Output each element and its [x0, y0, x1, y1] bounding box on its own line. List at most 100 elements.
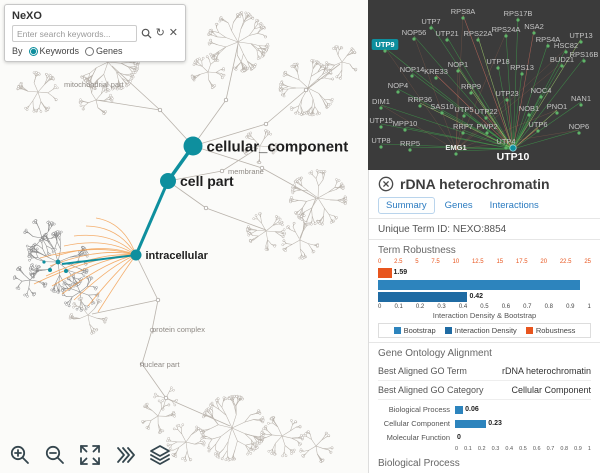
gene-node[interactable] [418, 104, 422, 108]
tree-leaf[interactable] [30, 264, 33, 267]
gene-node-label[interactable]: RPS8A [451, 7, 476, 16]
tree-leaf[interactable] [72, 302, 76, 306]
tree-leaf[interactable] [257, 409, 260, 412]
gene-node-label[interactable]: UTP22 [474, 107, 497, 116]
radio-genes[interactable]: Genes [85, 46, 123, 56]
tree-leaf[interactable] [290, 419, 293, 422]
tree-leaf[interactable] [177, 423, 181, 427]
tree-leaf[interactable] [49, 74, 52, 78]
tree-leaf[interactable] [32, 221, 35, 224]
tree-leaf[interactable] [307, 222, 311, 226]
tree-leaf[interactable] [294, 211, 297, 214]
reset-icon[interactable]: ↻ [155, 27, 165, 39]
tree-leaf[interactable] [72, 305, 75, 309]
tree-leaf[interactable] [167, 437, 170, 440]
tree-leaf[interactable] [32, 293, 36, 296]
tree-leaf[interactable] [308, 171, 312, 175]
gene-node[interactable] [555, 111, 559, 115]
gene-node[interactable] [504, 34, 508, 38]
tree-leaf[interactable] [222, 73, 226, 77]
tree-node[interactable] [203, 205, 209, 211]
gene-node-label[interactable]: RPS13 [510, 63, 534, 72]
tree-leaf[interactable] [75, 307, 79, 311]
tree-leaf[interactable] [300, 217, 303, 221]
tree-leaf[interactable] [153, 392, 157, 396]
tree-leaf[interactable] [337, 179, 341, 182]
tab-interactions[interactable]: Interactions [489, 200, 539, 211]
tree-leaf[interactable] [278, 217, 282, 221]
tree-leaf[interactable] [305, 221, 309, 225]
tree-leaf[interactable] [79, 104, 83, 108]
tree-leaf[interactable] [153, 395, 156, 399]
tree-leaf[interactable] [90, 83, 94, 87]
tree-leaf[interactable] [47, 106, 51, 110]
tree-leaf[interactable] [227, 397, 231, 400]
tree-leaf[interactable] [316, 220, 320, 223]
tree-leaf[interactable] [313, 59, 316, 63]
tab-genes[interactable]: Genes [444, 200, 473, 211]
tree-node[interactable] [219, 168, 225, 174]
tree-leaf[interactable] [220, 457, 224, 461]
tree-leaf[interactable] [131, 71, 135, 74]
gene-node[interactable] [496, 66, 500, 70]
gene-node-label[interactable]: UTP5 [454, 105, 473, 114]
gene-node[interactable] [532, 31, 536, 35]
tree-leaf[interactable] [304, 432, 308, 435]
tree-leaf[interactable] [190, 74, 194, 78]
tree-leaf[interactable] [79, 309, 83, 312]
tree-leaf[interactable] [23, 231, 27, 235]
tree-leaf[interactable] [103, 320, 107, 324]
tree-leaf[interactable] [264, 35, 267, 39]
tree-leaf[interactable] [332, 47, 335, 50]
gene-node[interactable] [379, 125, 383, 129]
tree-leaf[interactable] [298, 443, 301, 447]
tree-leaf[interactable] [229, 395, 233, 399]
tree-leaf[interactable] [25, 244, 29, 248]
tree-leaf[interactable] [83, 77, 86, 80]
tab-summary[interactable]: Summary [378, 197, 435, 214]
gene-node-label[interactable]: NOC4 [531, 86, 552, 95]
tree-leaf[interactable] [213, 84, 217, 87]
tree-leaf[interactable] [244, 11, 248, 15]
tree-leaf[interactable] [27, 255, 31, 258]
tree-leaf[interactable] [335, 178, 338, 181]
gene-node[interactable] [396, 90, 400, 94]
tree-leaf[interactable] [25, 108, 29, 111]
tree-leaf[interactable] [133, 71, 137, 74]
tree-leaf[interactable] [166, 443, 170, 447]
tree-leaf[interactable] [329, 450, 333, 454]
gene-node-label[interactable]: UTP18 [486, 57, 509, 66]
tree-leaf[interactable] [294, 420, 297, 423]
tree-leaf[interactable] [219, 16, 223, 19]
gene-node[interactable] [410, 74, 414, 78]
tree-leaf[interactable] [158, 430, 162, 434]
tree-leaf[interactable] [308, 112, 311, 116]
tree-leaf[interactable] [207, 449, 211, 453]
gene-node-label[interactable]: NOB1 [519, 104, 539, 113]
tree-leaf[interactable] [260, 433, 263, 436]
tree-leaf[interactable] [301, 454, 304, 457]
tree-leaf[interactable] [324, 431, 328, 435]
radio-keywords[interactable]: Keywords [28, 46, 79, 56]
tree-leaf[interactable] [273, 149, 277, 153]
tree-leaf[interactable] [310, 170, 314, 174]
tree-leaf[interactable] [181, 457, 184, 460]
tree-leaf[interactable] [90, 276, 94, 280]
tree-leaf[interactable] [261, 54, 264, 58]
tree-leaf[interactable] [354, 67, 358, 71]
tree-leaf[interactable] [224, 458, 228, 462]
gene-node[interactable] [577, 131, 581, 135]
tree-leaf[interactable] [224, 397, 228, 401]
tree-leaf[interactable] [339, 77, 342, 80]
close-icon[interactable] [378, 176, 394, 192]
tree-leaf[interactable] [111, 97, 114, 100]
tree-node[interactable] [223, 97, 229, 103]
tree-leaf[interactable] [315, 169, 319, 172]
tree-leaf[interactable] [302, 434, 306, 437]
tree-leaf[interactable] [222, 396, 226, 400]
gene-node[interactable] [434, 76, 438, 80]
tree-leaf[interactable] [252, 447, 256, 451]
tree-leaf[interactable] [274, 144, 278, 148]
tree-leaf[interactable] [111, 87, 114, 91]
tree-leaf[interactable] [61, 293, 65, 297]
